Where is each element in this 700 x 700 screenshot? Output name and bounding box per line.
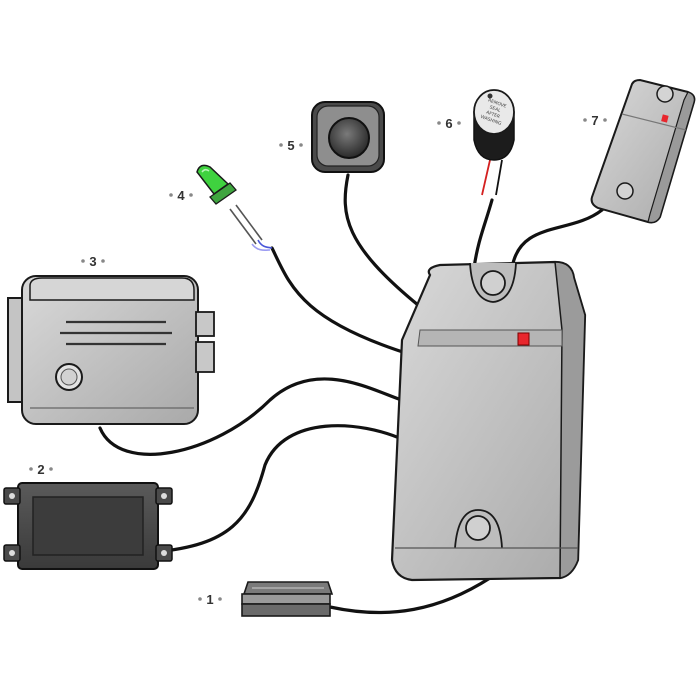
label-2: 2 — [29, 462, 53, 477]
controller-led — [517, 332, 530, 346]
electric-lock — [7, 275, 215, 425]
reed-switch — [241, 581, 334, 617]
label-1: 1 — [198, 592, 222, 607]
reader-led — [661, 114, 669, 123]
power-supply — [3, 482, 173, 570]
cable-button — [343, 173, 420, 307]
label-7: 7 — [583, 113, 607, 128]
cable-buzzer — [472, 198, 494, 270]
cables — [98, 173, 604, 615]
label-4: 4 — [169, 188, 193, 203]
svg-text:4: 4 — [177, 188, 185, 203]
svg-text:2: 2 — [37, 462, 44, 477]
svg-text:AFTER: AFTER — [485, 110, 501, 121]
cable-led — [270, 246, 414, 357]
label-6: 6 — [437, 116, 461, 131]
indicator-led — [196, 164, 273, 252]
svg-text:SEAL: SEAL — [489, 104, 502, 114]
svg-text:1: 1 — [206, 592, 213, 607]
svg-text:6: 6 — [445, 116, 452, 131]
cable-lock — [98, 377, 410, 456]
controller-unit — [390, 260, 587, 582]
svg-text:7: 7 — [591, 113, 598, 128]
svg-text:5: 5 — [287, 138, 294, 153]
cable-reader — [510, 208, 604, 270]
buzzer: REMOVE SEAL AFTER WASHING — [473, 89, 515, 196]
cable-power — [153, 424, 406, 554]
svg-text:3: 3 — [89, 254, 96, 269]
label-3: 3 — [81, 254, 105, 269]
proximity-reader — [590, 78, 696, 224]
label-5: 5 — [279, 138, 303, 153]
number-labels: 1 2 3 4 5 6 7 — [29, 113, 607, 607]
exit-button — [311, 101, 385, 173]
cable-switch — [328, 576, 492, 615]
